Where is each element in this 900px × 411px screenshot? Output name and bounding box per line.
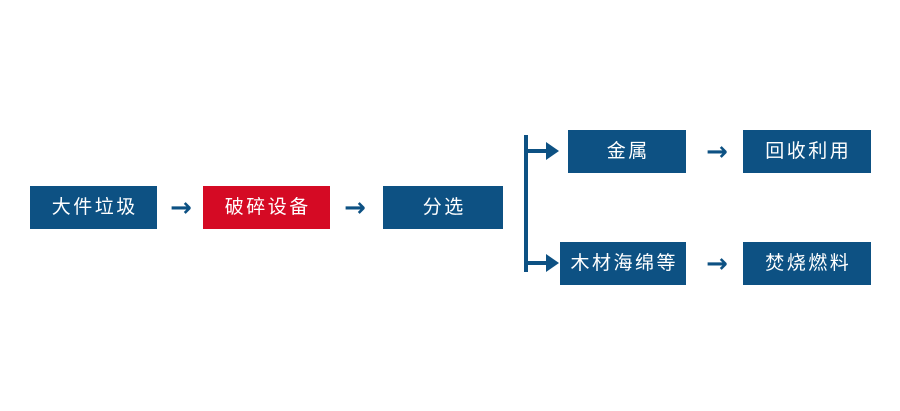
- arrow-head-icon: [546, 254, 559, 272]
- branch-arrow-stem: [524, 149, 546, 153]
- arrow-right-icon: →: [344, 193, 366, 223]
- node-label: 木材海绵等: [570, 253, 678, 274]
- branch-arrow-to-wood: [524, 253, 562, 273]
- branch-arrow-stem: [524, 261, 546, 265]
- node-label: 回收利用: [765, 141, 852, 162]
- node-recycling-reuse[interactable]: 回收利用: [743, 130, 871, 173]
- node-label: 金属: [606, 141, 650, 162]
- arrow-metal-to-recycle: →: [698, 136, 736, 168]
- arrow-right-icon: →: [170, 193, 192, 223]
- arrow-wood-to-fuel: →: [698, 248, 736, 280]
- node-crushing-equipment[interactable]: 破碎设备: [203, 186, 330, 229]
- branch-arrow-to-metal: [524, 141, 562, 161]
- node-label: 焚烧燃料: [765, 253, 852, 274]
- branch-bracket-stem: [524, 135, 528, 272]
- node-sorting[interactable]: 分选: [383, 186, 503, 229]
- arrow-crusher-to-sorting: →: [336, 192, 374, 224]
- node-input-bulky-waste[interactable]: 大件垃圾: [30, 186, 157, 229]
- arrow-input-to-crusher: →: [162, 192, 200, 224]
- node-label: 大件垃圾: [51, 197, 138, 218]
- node-incineration-fuel[interactable]: 焚烧燃料: [743, 242, 871, 285]
- node-metal[interactable]: 金属: [568, 130, 686, 173]
- node-label: 分选: [422, 197, 466, 218]
- arrow-right-icon: →: [706, 137, 728, 167]
- node-label: 破碎设备: [224, 197, 311, 218]
- node-wood-sponge-etc[interactable]: 木材海绵等: [560, 242, 686, 285]
- arrow-right-icon: →: [706, 249, 728, 279]
- arrow-head-icon: [546, 142, 559, 160]
